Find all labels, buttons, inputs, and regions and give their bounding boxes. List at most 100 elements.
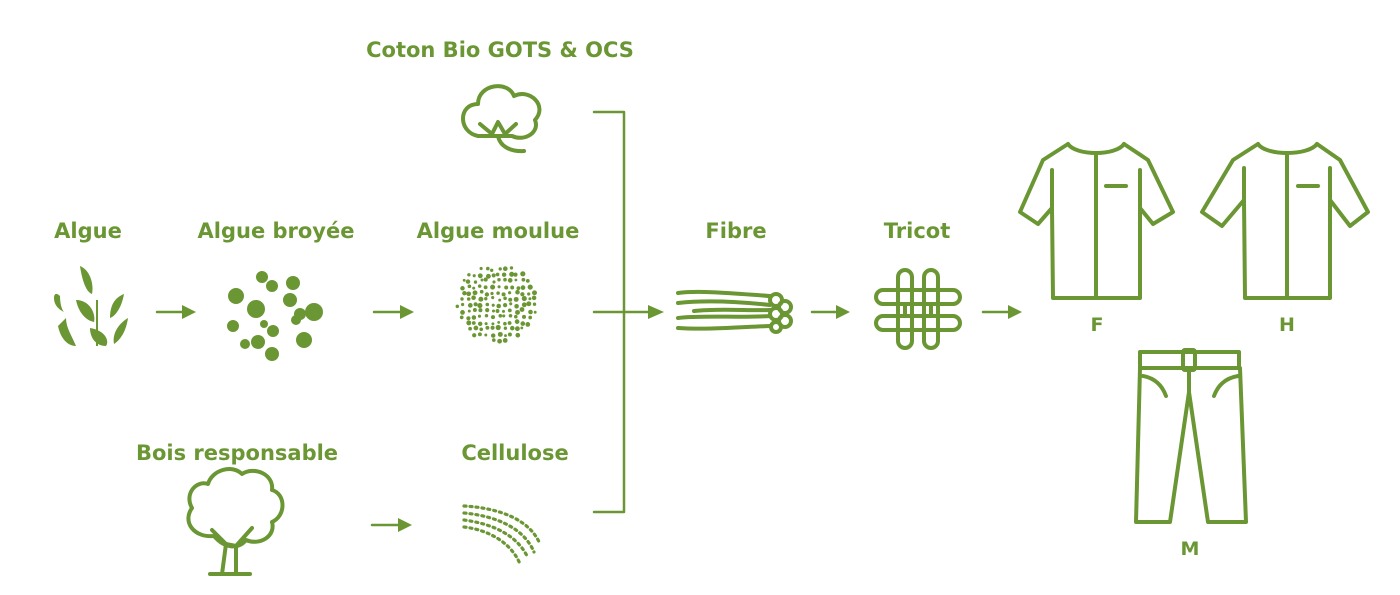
ground-seaweed-dot bbox=[527, 292, 531, 296]
ground-seaweed-dot bbox=[502, 338, 508, 343]
ground-seaweed-dot bbox=[521, 277, 526, 282]
ground-seaweed-dot bbox=[465, 279, 471, 284]
label-algue-broyee: Algue broyée bbox=[197, 219, 355, 243]
ground-seaweed-dot bbox=[467, 309, 471, 313]
ground-seaweed-dot bbox=[497, 285, 501, 289]
ground-seaweed-dot bbox=[520, 271, 526, 277]
ground-seaweed-dot bbox=[491, 322, 495, 326]
ground-seaweed-dot bbox=[528, 297, 532, 301]
tree-icon bbox=[186, 467, 285, 576]
ground-seaweed-dot bbox=[485, 266, 490, 271]
ground-seaweed-dot bbox=[509, 302, 513, 306]
ground-seaweed-dot bbox=[525, 279, 530, 283]
ground-seaweed-dot bbox=[520, 326, 524, 330]
ground-seaweed-dot bbox=[472, 333, 477, 338]
ground-seaweed-dot bbox=[510, 325, 515, 331]
ground-seaweed-dot bbox=[503, 326, 508, 330]
ground-seaweed-dot bbox=[515, 332, 521, 338]
ground-seaweed-dot bbox=[498, 313, 503, 318]
ground-seaweed-dot bbox=[471, 295, 476, 300]
label-shirt-h: H bbox=[1279, 314, 1295, 336]
ground-seaweed-dot bbox=[471, 315, 477, 320]
ground-seaweed-dot bbox=[466, 291, 472, 297]
ground-seaweed-dot bbox=[504, 334, 507, 338]
ground-seaweed-dot bbox=[477, 284, 482, 288]
ground-seaweed-dot bbox=[514, 319, 520, 324]
ground-seaweed-dot bbox=[497, 277, 501, 282]
ground-seaweed-dot bbox=[497, 338, 502, 344]
ground-seaweed-dot bbox=[478, 308, 483, 313]
ground-seaweed-dot bbox=[490, 325, 495, 330]
ground-seaweed-dot bbox=[466, 320, 472, 326]
ground-seaweed-dot bbox=[479, 327, 484, 332]
ground-seaweed-dot bbox=[521, 296, 527, 302]
ground-seaweed-dot bbox=[485, 302, 490, 307]
ground-seaweed-dot bbox=[460, 286, 465, 291]
ground-seaweed-dot bbox=[508, 297, 513, 302]
ground-seaweed-dot bbox=[485, 273, 491, 279]
ground-seaweed-dot bbox=[473, 302, 478, 307]
ground-seaweed-dot bbox=[514, 278, 518, 282]
ground-seaweed-dot bbox=[514, 326, 520, 332]
ground-seaweed-dot bbox=[507, 332, 512, 337]
ground-seaweed-dot bbox=[513, 272, 518, 277]
ground-seaweed-dot bbox=[484, 292, 490, 297]
ground-seaweed-dot bbox=[510, 285, 515, 290]
ground-seaweed-dot bbox=[455, 304, 460, 309]
ground-seaweed-dot bbox=[491, 296, 495, 300]
ground-seaweed-dot bbox=[509, 266, 514, 270]
ground-seaweed-dot bbox=[462, 291, 467, 296]
ground-seaweed-dot bbox=[520, 285, 526, 290]
ground-seaweed-dot bbox=[532, 290, 537, 296]
ground-seaweed-dot bbox=[507, 308, 512, 313]
ground-seaweed-dot bbox=[501, 272, 507, 277]
arrow-icon bbox=[155, 305, 1022, 532]
ground-seaweed-dot bbox=[503, 296, 507, 301]
ground-seaweed-dot bbox=[528, 309, 533, 315]
ground-seaweed-dot bbox=[466, 316, 471, 321]
ground-seaweed-dot bbox=[526, 301, 532, 307]
ground-seaweed-dot bbox=[508, 314, 513, 318]
ground-seaweed-dot bbox=[477, 273, 483, 279]
ground-seaweed-dot bbox=[513, 296, 519, 302]
ground-seaweed-dot bbox=[484, 297, 488, 301]
ground-seaweed-dot bbox=[473, 325, 479, 331]
ground-seaweed-dot bbox=[521, 314, 527, 319]
ground-seaweed-dot bbox=[467, 273, 471, 277]
ground-seaweed-dot bbox=[509, 271, 515, 277]
ground-seaweed-dot bbox=[527, 284, 533, 290]
ground-seaweed-dot bbox=[490, 333, 496, 338]
ground-seaweed-dot bbox=[501, 309, 506, 313]
ground-seaweed-dot bbox=[497, 321, 501, 324]
ground-seaweed-dot bbox=[466, 297, 471, 301]
ground-seaweed-dot bbox=[496, 303, 501, 309]
ground-seaweed-dot bbox=[525, 322, 531, 327]
ground-seaweed-dot bbox=[531, 295, 537, 301]
ground-seaweed-dot bbox=[484, 333, 488, 337]
ground-seaweed-dot bbox=[495, 324, 501, 331]
ground-seaweed-dot bbox=[468, 326, 472, 331]
ground-seaweed-dot bbox=[480, 278, 484, 282]
ground-seaweed-dot bbox=[496, 291, 500, 295]
ground-seaweed-dot bbox=[490, 268, 494, 272]
tunic-icon bbox=[1200, 142, 1370, 300]
tunic-icon bbox=[1018, 142, 1175, 300]
ground-seaweed-dot bbox=[485, 325, 490, 330]
ground-seaweed-dot bbox=[490, 315, 496, 320]
ground-seaweed-dot bbox=[521, 302, 527, 308]
label-coton: Coton Bio GOTS & OCS bbox=[366, 38, 634, 62]
ground-seaweed-dot bbox=[498, 267, 502, 271]
ground-seaweed-dot bbox=[503, 321, 507, 326]
cotton-icon bbox=[461, 84, 542, 154]
ground-seaweed-dot bbox=[477, 303, 483, 309]
seaweed-icon bbox=[54, 266, 128, 346]
ground-seaweed-dot bbox=[460, 297, 464, 301]
pants-icon bbox=[1134, 348, 1248, 524]
ground-seaweed-dot bbox=[491, 338, 496, 342]
ground-seaweed-dot bbox=[484, 322, 488, 326]
ground-seaweed-dot bbox=[498, 298, 502, 302]
ground-seaweed-dot bbox=[467, 303, 473, 308]
cellulose-icon bbox=[462, 504, 542, 566]
label-fibre: Fibre bbox=[705, 219, 767, 243]
